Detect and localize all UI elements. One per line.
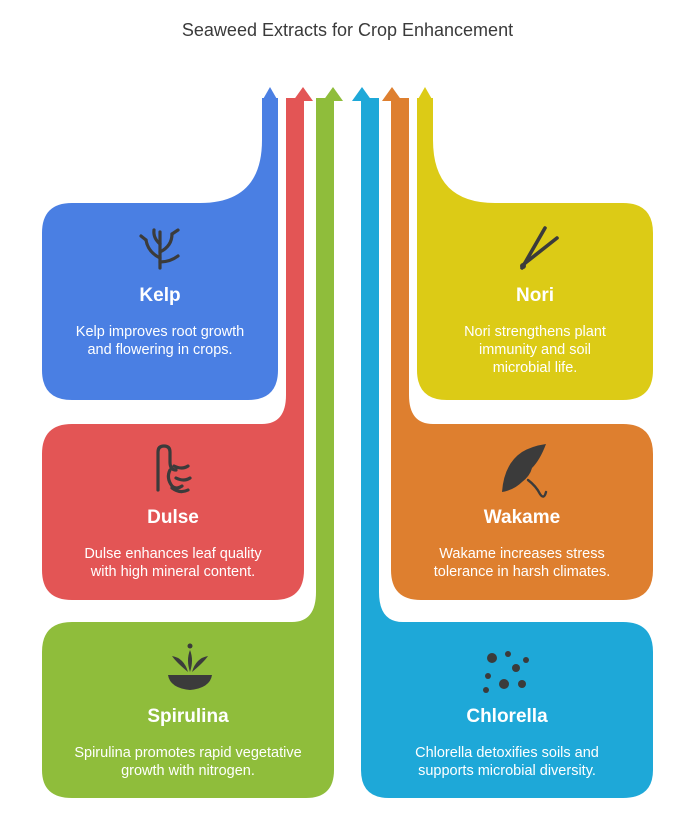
spirulina-title: Spirulina [147, 706, 229, 727]
dulse-shape [42, 98, 304, 600]
spirulina-description: Spirulina promotes rapid vegetative grow… [74, 745, 302, 779]
nori-title: Nori [516, 285, 554, 306]
dulse-title: Dulse [147, 507, 199, 528]
manta-ray-icon [502, 444, 548, 498]
coral-icon [139, 228, 180, 270]
spirulina-arrowhead [323, 87, 343, 101]
chlorella-shape [361, 98, 653, 798]
spirulina-text: Spirulina Spirulina promotes rapid veget… [42, 706, 334, 780]
diagram-title: Seaweed Extracts for Crop Enhancement [181, 20, 514, 40]
wakame-description: Wakame increases stress tolerance in har… [433, 546, 611, 580]
nori-text: Nori Nori strengthens plant immunity and… [417, 285, 653, 377]
plant-bowl-icon [168, 643, 212, 690]
dulse-arrowhead [293, 87, 313, 101]
wakame-title: Wakame [483, 507, 561, 528]
wakame-arrowhead [382, 87, 402, 101]
kelp-arrowhead [262, 87, 278, 101]
dulse-description: Dulse enhances leaf quality with high mi… [84, 546, 262, 580]
chlorella-description: Chlorella detoxifies soils and supports … [415, 745, 599, 779]
kelp-description: Kelp improves root growth and flowering … [75, 324, 245, 358]
kelp-text: Kelp Kelp improves root growth and flowe… [42, 285, 278, 359]
microbes-icon [483, 651, 529, 693]
chlorella-arrowhead [352, 87, 372, 101]
chlorella-title: Chlorella [466, 706, 548, 727]
wakame-text: Wakame Wakame increases stress tolerance… [391, 507, 653, 581]
nori-description: Nori strengthens plant immunity and soil… [464, 324, 606, 376]
wakame-shape [391, 98, 653, 600]
chlorella-text: Chlorella Chlorella detoxifies soils and… [361, 706, 653, 780]
nori-arrowhead [417, 87, 433, 101]
card-dulse [42, 87, 313, 600]
kelp-title: Kelp [139, 285, 181, 306]
card-spirulina [42, 87, 343, 798]
card-wakame [382, 87, 653, 600]
spirulina-shape [42, 98, 334, 798]
dulse-text: Dulse Dulse enhances leaf quality with h… [42, 507, 304, 581]
seaweed-icon [156, 444, 192, 494]
card-chlorella [352, 87, 653, 798]
chopsticks-icon [520, 226, 559, 270]
